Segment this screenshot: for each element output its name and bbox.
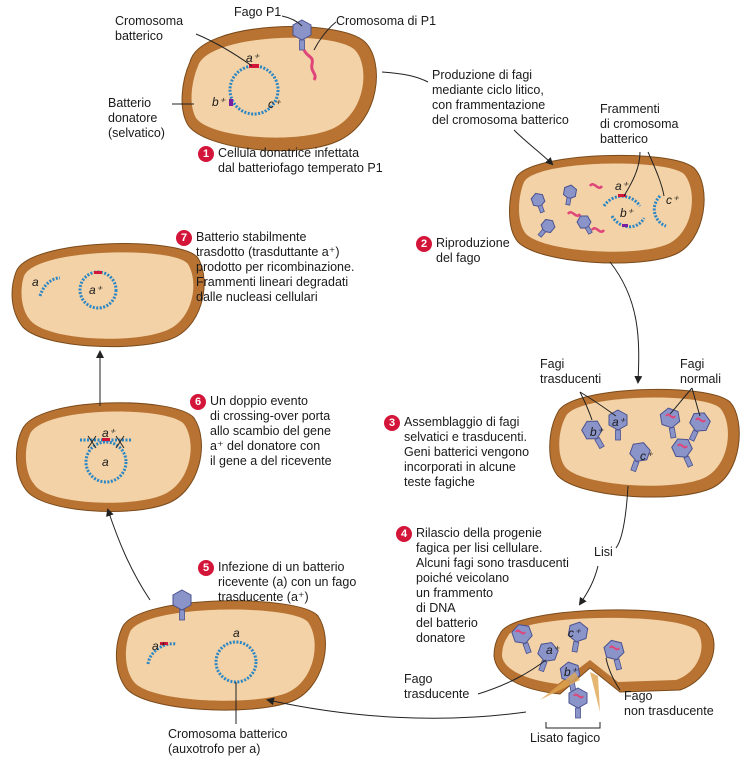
- gene-a-plus: a⁺: [102, 426, 116, 440]
- donor-cell: [181, 19, 377, 152]
- gene-b-plus: b⁺: [620, 206, 634, 220]
- gene-a-plus: a⁺: [546, 643, 560, 657]
- gene-a-plus: a⁺: [246, 51, 260, 65]
- lytic-production-label: Produzione di fagi mediante ciclo litico…: [432, 68, 569, 127]
- step-2-badge: 2: [416, 236, 432, 252]
- p1-chromosome-label: Cromosoma di P1: [336, 14, 437, 28]
- phage-assembly-cell: [549, 388, 740, 498]
- donor-bacterium-label: Batterio donatore (selvatico): [108, 96, 165, 140]
- gene-a-plus: a⁺: [612, 415, 626, 429]
- gene-a-plus: a⁺: [89, 283, 103, 297]
- arrows: [96, 15, 701, 729]
- gene-a: a: [233, 626, 240, 640]
- step-3-text: Assemblaggio di fagi selvatici e trasduc…: [404, 415, 530, 489]
- gene-b-plus: b⁺: [212, 95, 226, 109]
- gene-a-plus: a⁺: [615, 179, 629, 193]
- step-1-badge: 1: [198, 146, 214, 162]
- gene-c-plus: c⁺: [666, 193, 679, 207]
- transducing-phage-label: Fago trasducente: [404, 672, 470, 701]
- gene-a: a: [102, 455, 109, 469]
- step-3-badge: 3: [384, 415, 400, 431]
- step-6-badge: 6: [190, 394, 206, 410]
- step-5-badge: 5: [198, 560, 214, 576]
- transducing-phages-label: Fagi trasducenti: [540, 357, 602, 386]
- gene-b-plus: b⁺: [564, 665, 578, 679]
- normal-phages-label: Fagi normali: [680, 357, 721, 386]
- step-1-text: Cellula donatrice infettata dal batterio…: [218, 146, 383, 175]
- non-transducing-phage-label: Fago non trasducente: [624, 689, 714, 718]
- transductant-cell: [11, 243, 205, 348]
- gene-c-plus: c⁺: [640, 449, 653, 463]
- gene-a: a: [32, 275, 39, 289]
- gene-b-plus: b⁺: [590, 425, 604, 439]
- lysing-cell: [493, 609, 715, 719]
- recipient-chromosome-label: Cromosoma batterico (auxotrofo per a): [168, 727, 288, 756]
- step-4-badge: 4: [396, 526, 412, 542]
- phage-replication-cell: [509, 154, 705, 264]
- step-5-text: Infezione di un batterio ricevente (a) c…: [218, 560, 357, 604]
- fragments-label: Frammenti di cromosoma batterico: [600, 102, 679, 146]
- step-4-text: Rilascio della progenie fagica per lisi …: [416, 526, 569, 645]
- step-2-text: Riproduzione del fago: [436, 236, 510, 265]
- step-6-text: Un doppio evento di crossing-over porta …: [210, 394, 332, 468]
- gene-c-plus: c⁺: [568, 626, 581, 640]
- gene-c-plus: c⁺: [268, 97, 281, 111]
- gene-a-plus: a⁺: [152, 639, 166, 653]
- phage-lysate-label: Lisato fagico: [530, 731, 601, 745]
- step-7-badge: 7: [176, 230, 192, 246]
- lysis-label: Lisi: [594, 545, 613, 559]
- fago-p1-label: Fago P1: [234, 5, 282, 19]
- crossing-over-cell: [15, 402, 202, 513]
- step-7-text: Batterio stabilmente trasdotto (trasdutt…: [196, 230, 355, 304]
- bacterial-chromosome-label: Cromosoma batterico: [115, 14, 184, 43]
- recipient-cell: [115, 589, 326, 711]
